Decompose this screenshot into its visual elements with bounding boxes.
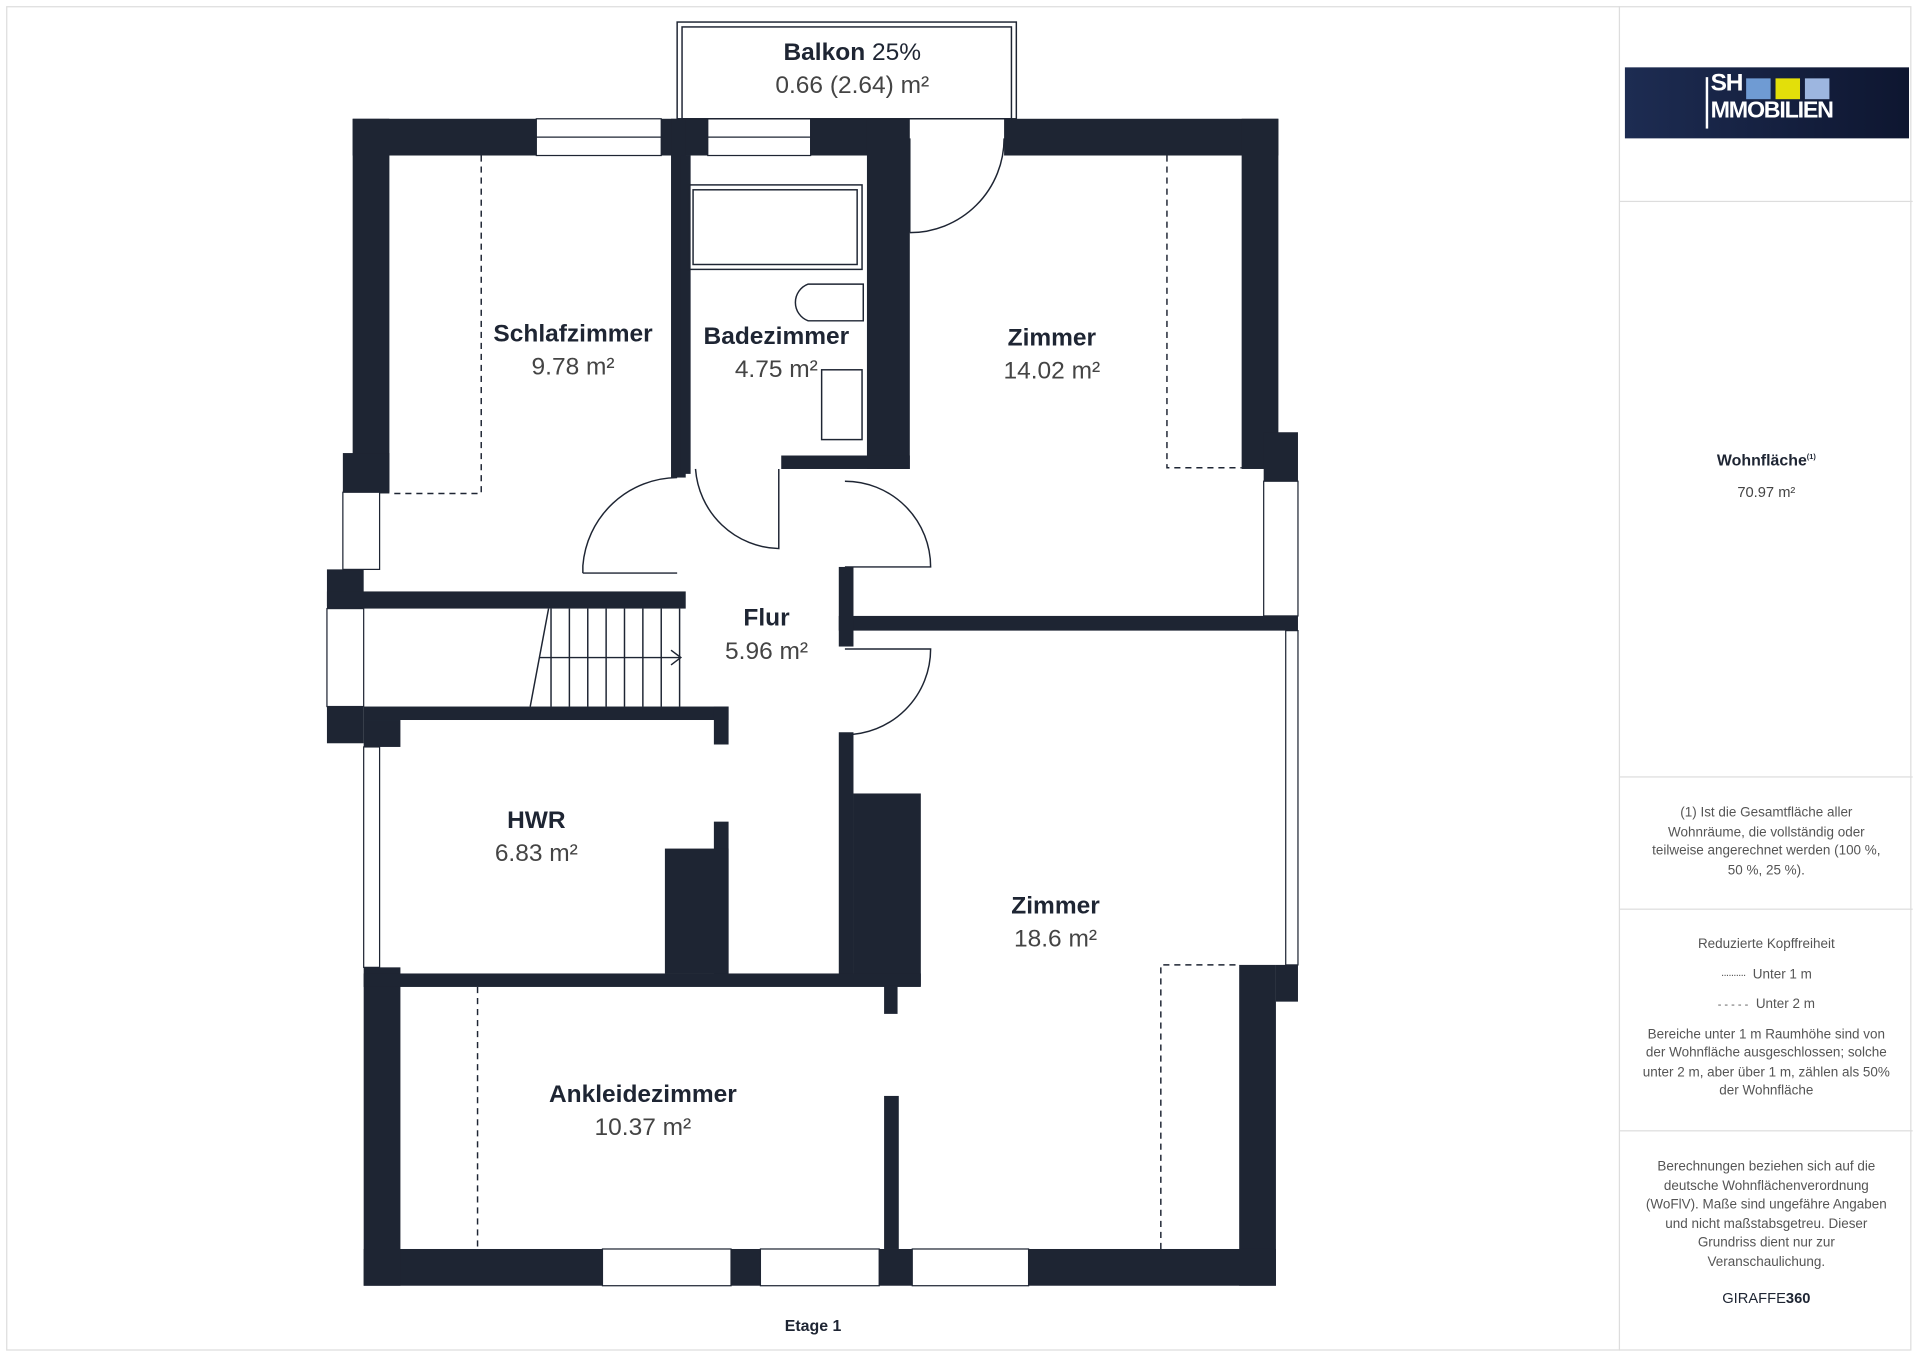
room-hwr: HWR 6.83 m² bbox=[495, 807, 578, 868]
area-section: Wohnfläche(1) 70.97 m² bbox=[1620, 202, 1913, 778]
room-area: 10.37 m² bbox=[594, 1114, 692, 1142]
stairs bbox=[540, 608, 683, 707]
wohnflaeche-value: 70.97 m² bbox=[1737, 483, 1796, 501]
room-name: Flur bbox=[743, 604, 790, 632]
footnote-ref: (1) bbox=[1806, 454, 1816, 462]
dotted-line-icon: ·········· bbox=[1720, 967, 1747, 981]
room-area: 0.66 (2.64) m² bbox=[775, 72, 930, 100]
credit-giraffe: GIRAFFE bbox=[1722, 1289, 1786, 1307]
floor-plan bbox=[326, 21, 1299, 1287]
disclaimer-section: Berechnungen beziehen sich auf die deuts… bbox=[1620, 1131, 1913, 1350]
logo-section: SH MMOBILIEN bbox=[1620, 6, 1913, 203]
windows bbox=[326, 118, 1299, 1287]
room-zimmer-2: Zimmer 18.6 m² bbox=[1011, 893, 1099, 954]
room-balkon: Balkon 25% 0.66 (2.64) m² bbox=[775, 39, 929, 100]
reduced-headroom-lines bbox=[389, 155, 1242, 1249]
headroom-section: Reduzierte Kopffreiheit ·········· Unter… bbox=[1620, 910, 1913, 1132]
fixtures-doors bbox=[529, 21, 1018, 736]
room-area: 6.83 m² bbox=[494, 840, 578, 867]
footnote-section: (1) Ist die Gesamtfläche aller Wohnräume… bbox=[1620, 778, 1913, 910]
legend-1m: Unter 1 m bbox=[1752, 966, 1812, 982]
walls bbox=[326, 118, 1298, 1286]
logo-text-bottom: MMOBILIEN bbox=[1710, 97, 1834, 124]
credit-360: 360 bbox=[1785, 1289, 1811, 1307]
room-name: Balkon bbox=[783, 39, 866, 67]
room-name: HWR bbox=[507, 806, 566, 834]
room-name: Ankleidezimmer bbox=[548, 1081, 737, 1109]
wohnflaeche-label: Wohnfläche bbox=[1716, 451, 1807, 470]
room-area: 4.75 m² bbox=[734, 356, 818, 384]
room-schlafzimmer: Schlafzimmer 9.78 m² bbox=[493, 321, 652, 382]
floor-label: Etage 1 bbox=[784, 1316, 842, 1335]
disclaimer-text: Berechnungen beziehen sich auf die deuts… bbox=[1645, 1159, 1887, 1270]
dashed-line-icon: - - - - - bbox=[1717, 997, 1749, 1011]
room-name: Zimmer bbox=[1011, 892, 1100, 920]
room-zimmer-1: Zimmer 14.02 m² bbox=[1004, 324, 1101, 385]
logo-text-top: SH bbox=[1710, 69, 1744, 97]
info-panel: SH MMOBILIEN Wohnfläche(1) 70.97 m² (1) … bbox=[1618, 6, 1913, 1351]
room-flur: Flur 5.96 m² bbox=[725, 605, 808, 666]
room-area: 14.02 m² bbox=[1003, 357, 1101, 385]
headroom-note: Bereiche unter 1 m Raumhöhe sind von der… bbox=[1642, 1026, 1890, 1099]
ish-immobilien-logo: SH MMOBILIEN bbox=[1624, 67, 1909, 139]
room-name: Badezimmer bbox=[703, 323, 850, 351]
room-name: Zimmer bbox=[1007, 324, 1097, 352]
room-ankleidezimmer: Ankleidezimmer 10.37 m² bbox=[549, 1081, 737, 1142]
room-name: Schlafzimmer bbox=[493, 320, 653, 348]
room-badezimmer: Badezimmer 4.75 m² bbox=[704, 323, 850, 384]
room-area: 5.96 m² bbox=[725, 637, 809, 665]
page-frame bbox=[6, 6, 1912, 1351]
room-area: 18.6 m² bbox=[1014, 925, 1098, 953]
room-suffix: 25% bbox=[871, 39, 921, 67]
room-area: 9.78 m² bbox=[531, 353, 615, 381]
footnote-text: (1) Ist die Gesamtfläche aller Wohnräume… bbox=[1652, 805, 1881, 878]
legend-2m: Unter 2 m bbox=[1755, 996, 1815, 1012]
headroom-title: Reduzierte Kopffreiheit bbox=[1697, 936, 1835, 952]
